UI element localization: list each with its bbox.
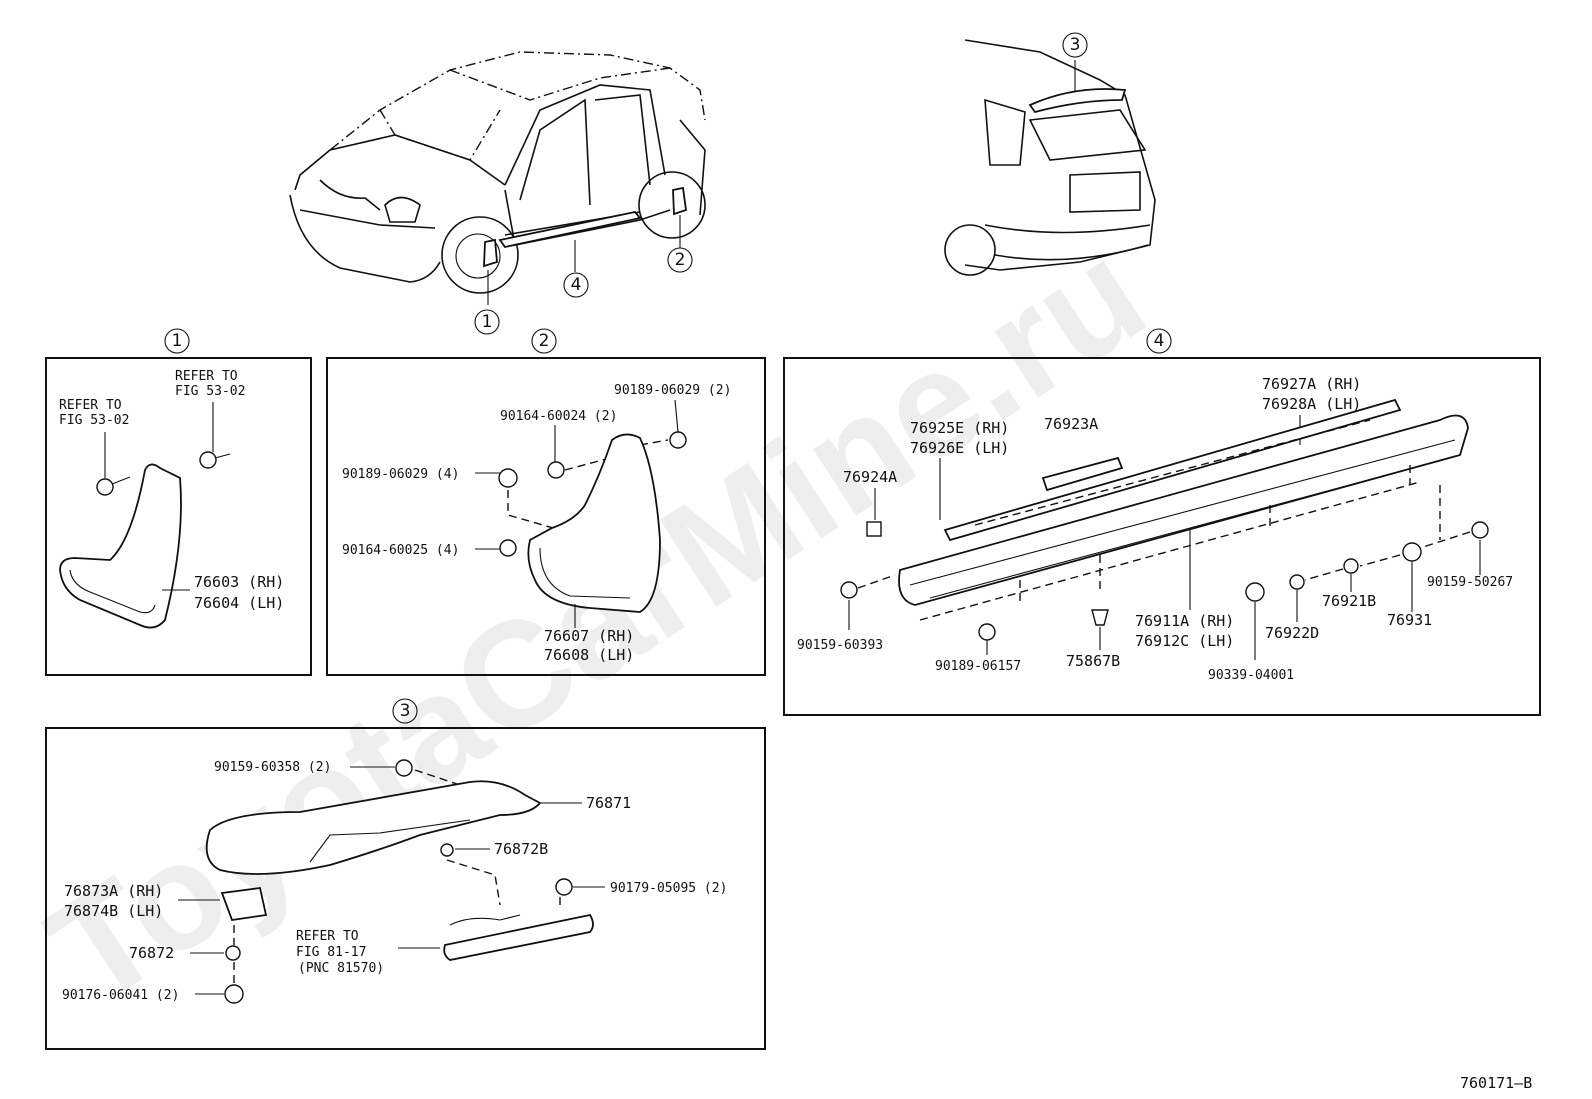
clip-icon — [1091, 609, 1109, 626]
refer-right-line1: REFER TO — [175, 369, 238, 384]
mudguard-front-icon — [59, 463, 182, 629]
spoiler-icon — [205, 780, 542, 875]
part-90179-05095: 90179-05095 (2) — [610, 881, 727, 896]
panel-2-number: 2 — [539, 331, 550, 351]
car-rear-view: 3 — [944, 32, 1156, 276]
callout-3-overview: 3 — [1070, 35, 1081, 55]
part-75867B: 75867B — [1066, 652, 1120, 670]
part-90176-06041: 90176-06041 (2) — [62, 988, 179, 1003]
bracket-icon — [1402, 542, 1422, 562]
refer-fig81-line3: (PNC 81570) — [298, 961, 384, 976]
part-90189-06157: 90189-06157 — [935, 659, 1021, 674]
part-90189-06029-2: 90189-06029 (2) — [614, 383, 731, 398]
part-76604: 76604 (LH) — [194, 594, 284, 612]
refer-left-line1: REFER TO — [59, 398, 122, 413]
part-76874B: 76874B (LH) — [64, 902, 163, 920]
nut-icon — [1343, 558, 1359, 574]
part-90164-60025: 90164-60025 (4) — [342, 543, 459, 558]
washer-icon — [1289, 574, 1305, 590]
figure-id: 760171–B — [1460, 1074, 1532, 1092]
screw-icon — [547, 461, 565, 479]
part-76608: 76608 (LH) — [544, 646, 634, 664]
clip-icon — [224, 984, 244, 1004]
part-76912C: 76912C (LH) — [1135, 632, 1234, 650]
part-90159-50267: 90159-50267 — [1427, 575, 1513, 590]
part-76922D: 76922D — [1265, 624, 1319, 642]
bracket-icon — [220, 887, 268, 921]
part-76607: 76607 (RH) — [544, 627, 634, 645]
part-76923A: 76923A — [1044, 415, 1098, 433]
panel-1-number: 1 — [172, 331, 183, 351]
part-76872: 76872 — [129, 944, 174, 962]
panel-4-rocker-panel: 4 76927A (RH) 76928A (LH) 76925E (RH) 76… — [783, 328, 1541, 716]
grommet-icon — [440, 843, 454, 857]
bolt-icon — [1471, 521, 1489, 539]
bolt-icon — [840, 581, 858, 599]
panel-2-mudguard-rear: 2 90189-06029 (2) 90164-60024 (2) 90189-… — [326, 328, 766, 676]
part-76931: 76931 — [1387, 611, 1432, 629]
clip-icon — [669, 431, 687, 449]
panel-4-number: 4 — [1154, 331, 1165, 351]
part-76603: 76603 (RH) — [194, 573, 284, 591]
bolt-icon — [395, 759, 413, 777]
panel-3-number: 3 — [400, 701, 411, 721]
part-76924A: 76924A — [843, 468, 897, 486]
garnish-icon — [1041, 456, 1124, 492]
watermark: ToyotaCarMine.ru — [21, 208, 1173, 1037]
screw-icon — [199, 451, 231, 469]
part-76872B: 76872B — [494, 840, 548, 858]
callout-4-overview: 4 — [571, 275, 582, 295]
refer-fig81-line2: FIG 81-17 — [296, 945, 366, 960]
part-76873A: 76873A (RH) — [64, 882, 163, 900]
part-90339-04001: 90339-04001 — [1208, 668, 1294, 683]
part-90159-60358: 90159-60358 (2) — [214, 760, 331, 775]
screw-icon — [499, 539, 517, 557]
stop-lamp-icon — [443, 913, 594, 961]
part-76927A: 76927A (RH) — [1262, 375, 1361, 393]
upper-molding-icon — [943, 398, 1402, 542]
nut-icon — [225, 945, 241, 961]
part-76926E: 76926E (LH) — [910, 439, 1009, 457]
car-front-view: 1 4 2 — [289, 51, 706, 335]
clip-icon — [498, 468, 518, 488]
plug-icon — [1245, 582, 1265, 602]
part-90189-06029-4: 90189-06029 (4) — [342, 467, 459, 482]
refer-right-line2: FIG 53-02 — [175, 384, 245, 399]
panel-3-rear-spoiler: 3 90159-60358 (2) 76871 76872B 90179-050… — [45, 698, 766, 1050]
clip-icon — [978, 623, 996, 641]
part-76928A: 76928A (LH) — [1262, 395, 1361, 413]
callout-1-overview: 1 — [482, 312, 493, 332]
nut-icon — [555, 878, 573, 896]
refer-fig81-line1: REFER TO — [296, 929, 359, 944]
part-90159-60393: 90159-60393 — [797, 638, 883, 653]
rocker-panel-icon — [898, 414, 1469, 606]
part-76911A: 76911A (RH) — [1135, 612, 1234, 630]
part-76871: 76871 — [586, 794, 631, 812]
screw-icon — [96, 476, 131, 496]
mudguard-rear-icon — [527, 433, 661, 613]
part-76925E: 76925E (RH) — [910, 419, 1009, 437]
refer-left-line2: FIG 53-02 — [59, 413, 129, 428]
part-76921B: 76921B — [1322, 592, 1376, 610]
callout-2-overview: 2 — [675, 250, 686, 270]
pad-icon — [866, 521, 882, 537]
panel-1-mudguard-front: 1 REFER TO FIG 53-02 REFER TO FIG 53-02 … — [45, 328, 312, 676]
part-90164-60024: 90164-60024 (2) — [500, 409, 617, 424]
